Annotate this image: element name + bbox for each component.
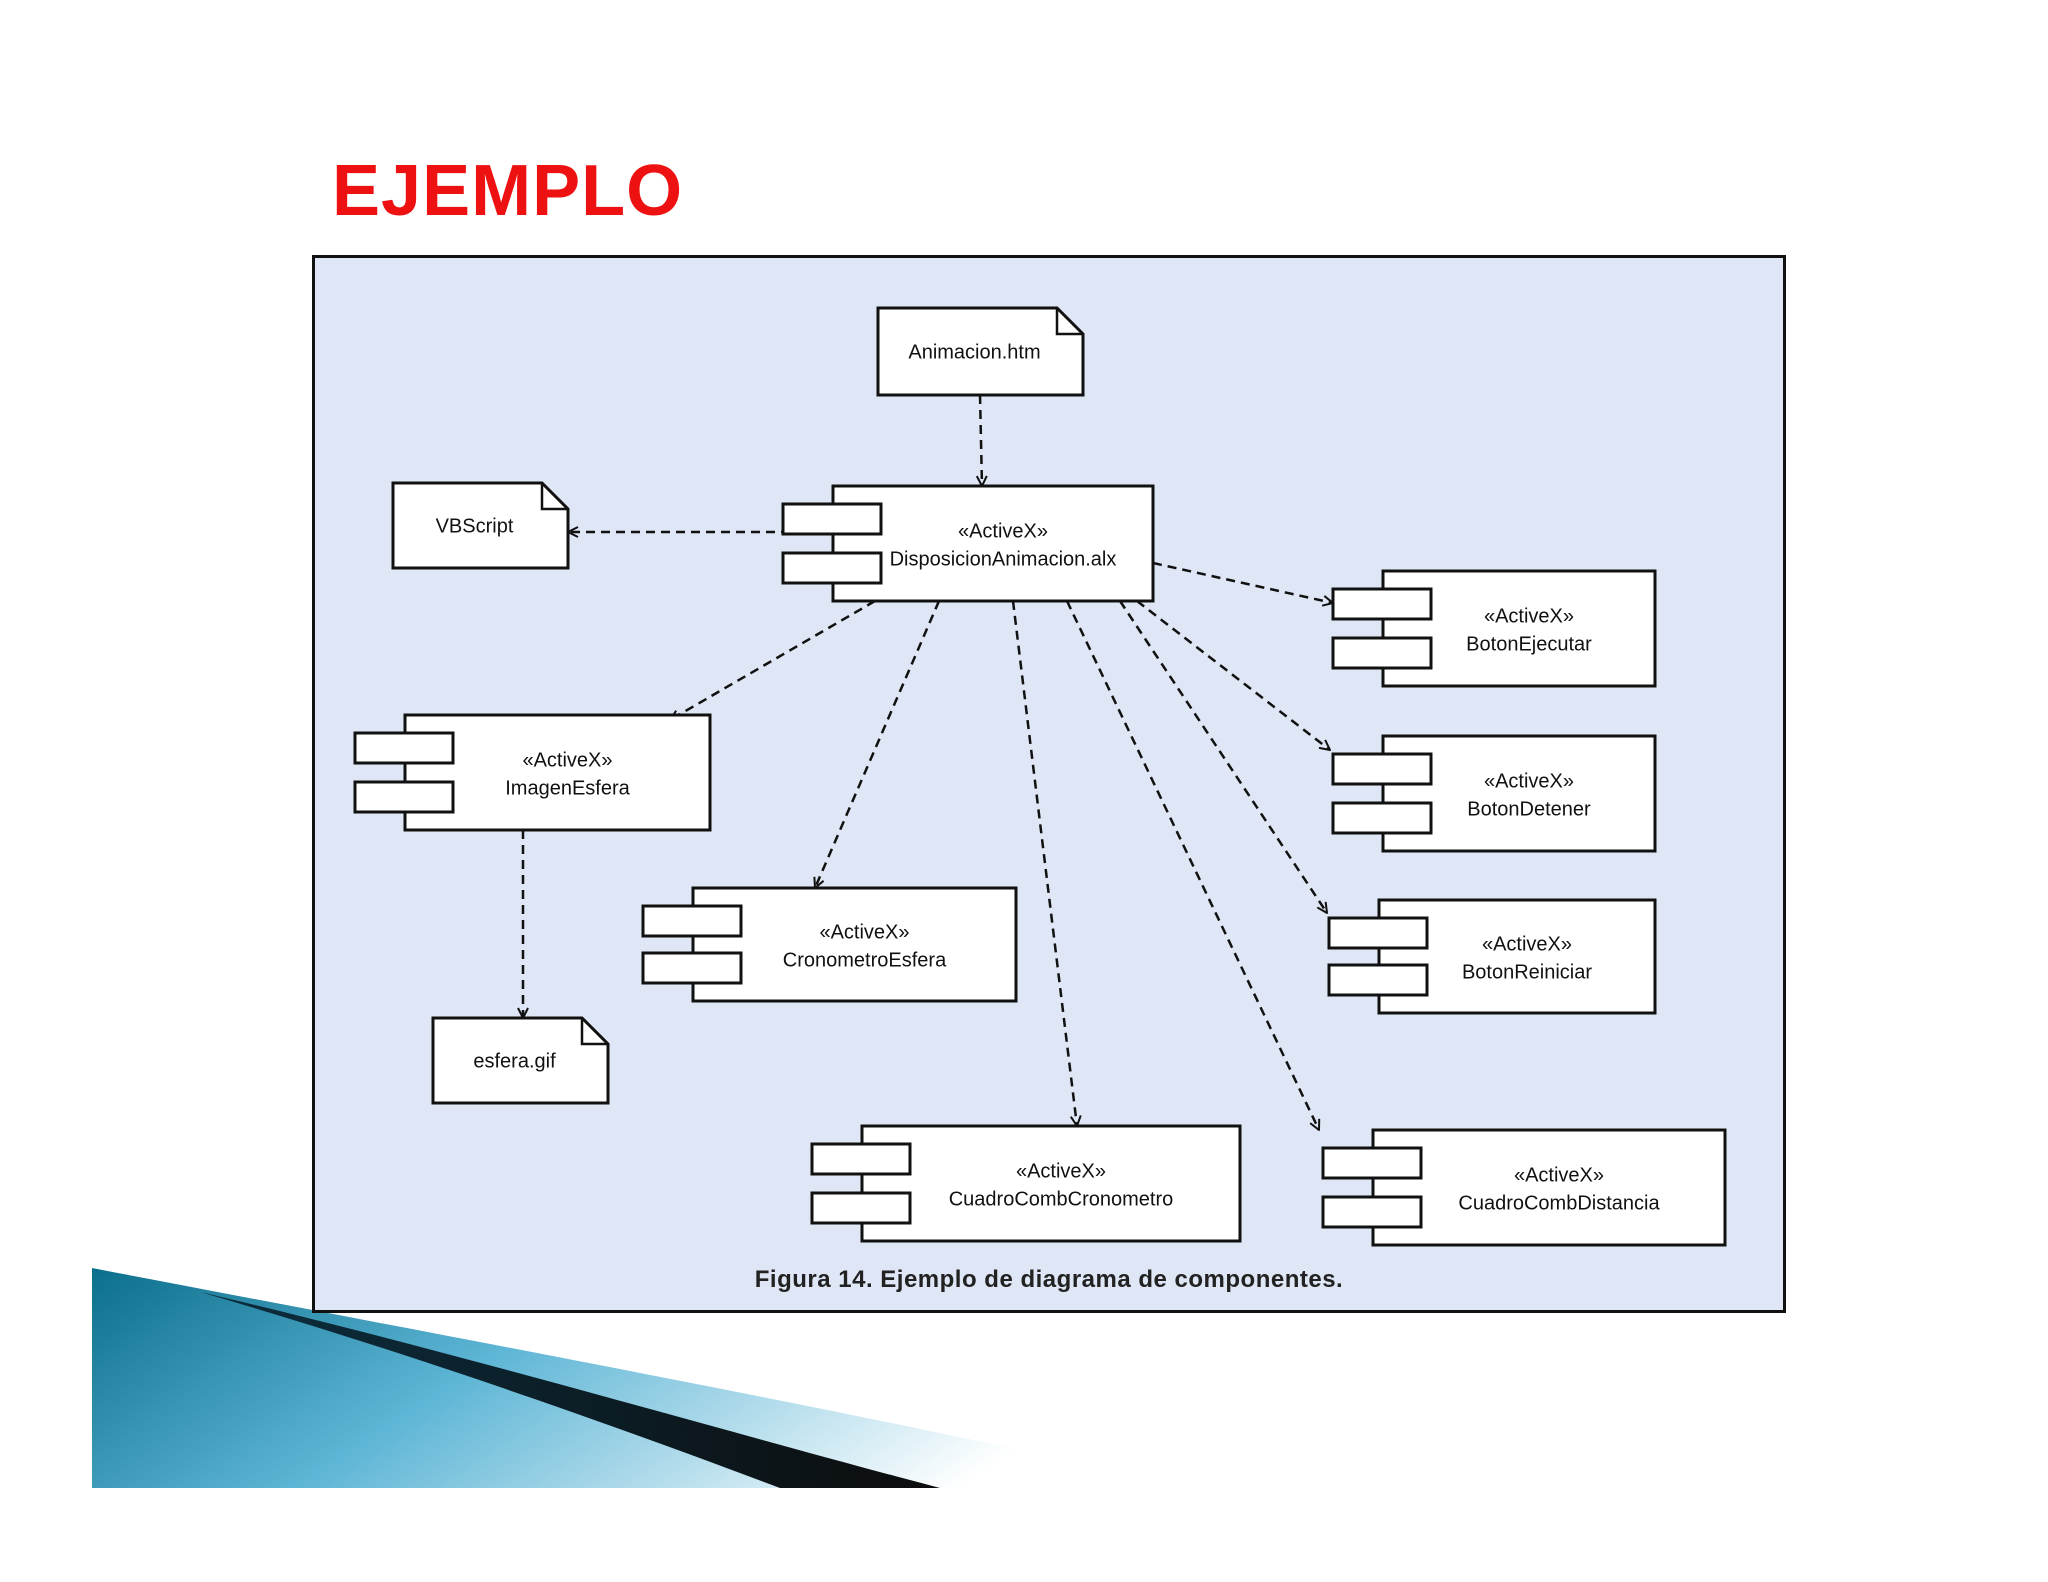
component-boton_ejecutar: «ActiveX» BotonEjecutar (1331, 569, 1657, 688)
component-tab-icon (1331, 752, 1433, 786)
component-name: BotonDetener (1467, 799, 1591, 821)
component-tab-icon (810, 1191, 912, 1225)
component-disposicion: «ActiveX» DisposicionAnimacion.alx (781, 484, 1155, 603)
component-tab-icon (1321, 1146, 1423, 1180)
component-tab-icon (810, 1142, 912, 1176)
component-tab-icon (641, 904, 743, 938)
component-body (1371, 1128, 1727, 1247)
component-tab-icon (353, 731, 455, 765)
dependency-arrow-disposicion-to-cuadro_distancia (1065, 600, 1319, 1130)
component-tab-icon (781, 551, 883, 585)
dependency-arrow-disposicion-to-cuadro_cronometro (1011, 600, 1077, 1126)
component-name: CuadroCombCronometro (949, 1189, 1174, 1211)
component-boton_reiniciar: «ActiveX» BotonReiniciar (1327, 898, 1657, 1015)
component-cuadro_distancia: «ActiveX» CuadroCombDistancia (1321, 1128, 1727, 1247)
component-cronometro_esfera: «ActiveX» CronometroEsfera (641, 886, 1018, 1003)
component-cuadro_cronometro: «ActiveX» CuadroCombCronometro (810, 1124, 1242, 1243)
component-body (403, 713, 712, 832)
component-tab-icon (1321, 1195, 1423, 1229)
component-name: BotonReiniciar (1462, 962, 1592, 984)
artifact-animacion_htm: Animacion.htm (876, 306, 1085, 397)
artifact-label: esfera.gif (473, 1051, 556, 1073)
dependency-arrow-disposicion-to-boton_detener (1136, 600, 1330, 750)
component-tab-icon (1331, 801, 1433, 835)
dependency-arrow-disposicion-to-boton_reiniciar (1118, 600, 1327, 913)
artifact-label: VBScript (436, 516, 514, 538)
document-icon (391, 481, 570, 570)
component-stereotype: «ActiveX» (958, 521, 1048, 543)
folded-corner (580, 1018, 608, 1046)
component-stereotype: «ActiveX» (1484, 771, 1574, 793)
dependency-arrow-disposicion-to-imagen_esfera (670, 599, 876, 720)
component-stereotype: «ActiveX» (1484, 606, 1574, 628)
component-tab-icon (1327, 963, 1429, 997)
component-stereotype: «ActiveX» (1016, 1161, 1106, 1183)
component-tab-icon (1331, 587, 1433, 621)
component-stereotype: «ActiveX» (522, 750, 612, 772)
component-imagen_esfera: «ActiveX» ImagenEsfera (353, 713, 712, 832)
component-tab-icon (641, 951, 743, 985)
component-name: ImagenEsfera (505, 778, 630, 800)
component-stereotype: «ActiveX» (1514, 1165, 1604, 1187)
dependency-arrow-animacion_htm-to-disposicion (980, 394, 982, 486)
component-name: CronometroEsfera (783, 950, 947, 972)
component-body (831, 484, 1155, 603)
component-body (691, 886, 1018, 1003)
component-boton_detener: «ActiveX» BotonDetener (1331, 734, 1657, 853)
component-tab-icon (781, 502, 883, 536)
dependency-arrow-disposicion-to-boton_ejecutar (1152, 561, 1333, 603)
slide-title: EJEMPLO (332, 151, 684, 231)
component-name: CuadroCombDistancia (1458, 1193, 1660, 1215)
artifact-label: Animacion.htm (908, 342, 1040, 364)
artifact-esfera_gif: esfera.gif (431, 1016, 610, 1105)
document-icon (876, 306, 1085, 397)
component-stereotype: «ActiveX» (819, 922, 909, 944)
figure-caption: Figura 14. Ejemplo de diagrama de compon… (754, 1266, 1344, 1293)
folded-corner (1055, 308, 1083, 336)
component-tab-icon (1331, 636, 1433, 670)
document-icon (431, 1016, 610, 1105)
component-tab-icon (353, 780, 455, 814)
folded-corner (540, 483, 568, 511)
component-body (860, 1124, 1242, 1243)
component-name: BotonEjecutar (1466, 634, 1592, 656)
component-tab-icon (1327, 916, 1429, 950)
component-stereotype: «ActiveX» (1482, 934, 1572, 956)
component-name: DisposicionAnimacion.alx (890, 549, 1117, 571)
artifact-vbscript: VBScript (391, 481, 570, 570)
dependency-edges (523, 394, 1333, 1130)
dependency-arrow-disposicion-to-cronometro_esfera (815, 600, 941, 888)
